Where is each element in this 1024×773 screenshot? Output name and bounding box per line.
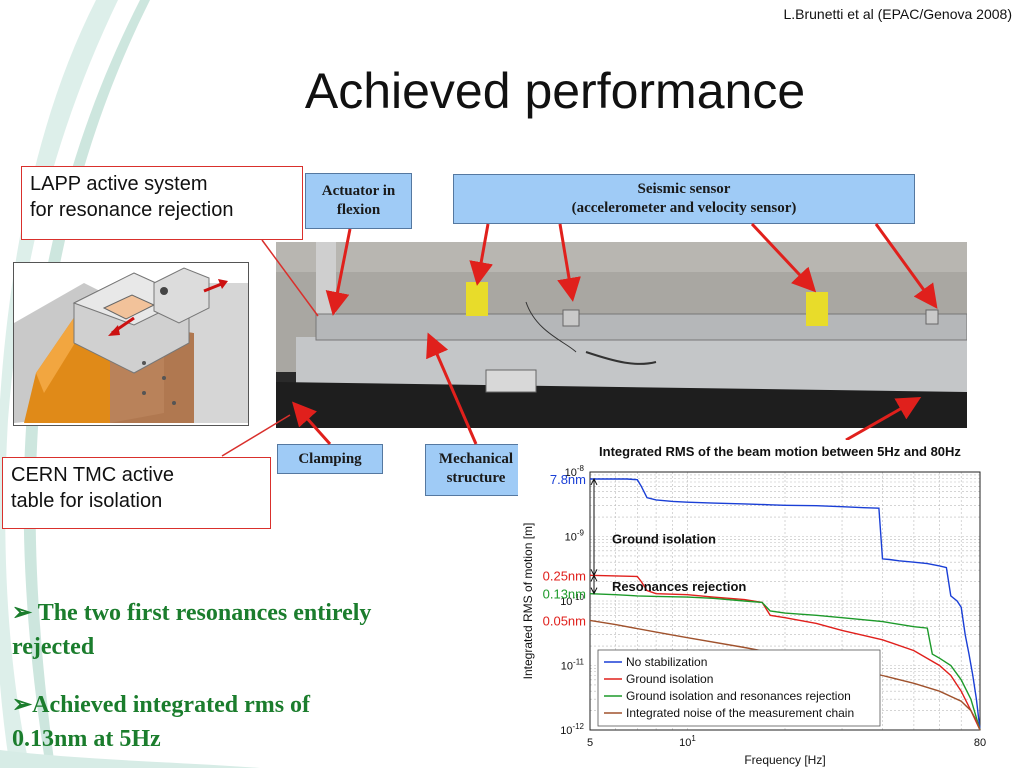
seismic-sensor-label: Seismic sensor (accelerometer and veloci… [453, 174, 915, 224]
bullet-2-line2: 0.13nm at 5Hz [12, 726, 161, 752]
bullet-1-line2: rejected [12, 634, 95, 660]
y-tick-exponent: -10 [572, 593, 584, 602]
chart-annotations: 7.8nm 0.25nm 0.13nm 0.05nm Ground isolationR… [543, 472, 747, 628]
y-axis-label: Integrated RMS of motion [m] [521, 523, 535, 680]
region-label: Ground isolation [612, 531, 716, 546]
cern-callout-line1: CERN TMC active [11, 464, 174, 486]
actuator-label: Actuator in flexion [305, 173, 412, 229]
lapp-callout-line2: for resonance rejection [30, 199, 234, 221]
seismic-sensor-line2: (accelerometer and velocity sensor) [571, 200, 797, 216]
value-annotation: 7.8nm [550, 472, 586, 487]
lapp-callout-line1: LAPP active system [30, 173, 208, 195]
x-axis-label: Frequency [Hz] [744, 753, 825, 767]
legend-entry: No stabilization [626, 655, 707, 669]
actuator-label-line2: flexion [336, 202, 381, 218]
y-tick-exponent: -12 [572, 722, 584, 731]
cern-callout-line2: table for isolation [11, 490, 163, 512]
x-tick-label: 101 [679, 734, 696, 749]
y-tick-label: 10-11 [561, 658, 585, 673]
mechanical-label-line1: Mechanical [438, 451, 514, 467]
actuator-label-line1: Actuator in [321, 183, 396, 199]
slide-title: Achieved performance [304, 63, 806, 119]
seismic-arrow-4 [874, 223, 938, 309]
y-tick-label: 10-12 [560, 722, 584, 737]
y-tick-label: 10-9 [565, 529, 585, 544]
mechanical-structure-label: Mechanical structure [425, 444, 527, 496]
value-annotation: 0.05nm [543, 613, 586, 628]
y-tick-exponent: -9 [577, 529, 585, 538]
x-tick-exponent: 1 [691, 734, 696, 743]
x-tick-label: 80 [974, 737, 986, 749]
seismic-arrow-2 [557, 223, 581, 302]
actuator-cad-image [13, 262, 249, 426]
seismic-arrow-3 [750, 222, 817, 293]
bullet-1-marker-icon: ➢ [12, 600, 33, 626]
series-line-1 [590, 478, 981, 731]
bullet-2: ➢Achieved integrated rms of 0.13nm at 5H… [12, 688, 512, 756]
series-line-2 [589, 574, 981, 731]
rms-chart: Integrated RMS of the beam motion betwee… [518, 440, 1024, 768]
chart-title: Integrated RMS of the beam motion betwee… [599, 444, 961, 459]
setup-photo [276, 242, 967, 428]
bullet-2-line1: Achieved integrated rms of [32, 692, 311, 718]
legend-entry: Ground isolation [626, 672, 713, 686]
citation: L.Brunetti et al (EPAC/Genova 2008) [783, 6, 1012, 22]
legend-entry: Integrated noise of the measurement chai… [626, 706, 854, 720]
mechanical-arrow [426, 332, 478, 445]
bullet-1-line1: The two first resonances entirely [37, 600, 372, 626]
y-tick-exponent: -11 [573, 658, 585, 667]
lapp-connector-line [261, 239, 319, 317]
table-arrow [845, 397, 922, 442]
region-label: Resonances rejection [612, 579, 746, 594]
value-annotation: 0.25nm [543, 568, 586, 583]
plot-frame [589, 471, 981, 731]
series-line-3 [589, 593, 981, 731]
rms-chart-svg: Integrated RMS of the beam motion betwee… [521, 444, 986, 767]
mechanical-label-line2: structure [446, 470, 506, 486]
cern-connector-line [221, 414, 291, 457]
seismic-sensor-line1: Seismic sensor [637, 181, 731, 197]
cern-callout: CERN TMC active table for isolation [2, 457, 271, 529]
seismic-arrow-1 [469, 223, 493, 286]
x-tick-label: 5 [587, 737, 593, 749]
resonance-range-arrow-head-top [590, 574, 598, 582]
bullet-1: ➢ The two first resonances entirely reje… [12, 596, 512, 664]
clamping-label: Clamping [277, 444, 383, 474]
lapp-callout: LAPP active system for resonance rejecti… [21, 166, 303, 240]
legend-entry: Ground isolation and resonances rejectio… [626, 689, 851, 703]
resonance-range-arrow-head-bottom [590, 587, 598, 595]
ground-isolation-range-arrow-head-top [590, 477, 598, 486]
legend-box [597, 649, 881, 727]
clamping-arrow [291, 401, 332, 446]
bullet-2-marker-icon: ➢ [12, 692, 33, 718]
y-tick-exponent: -8 [577, 464, 585, 473]
value-annotation: 0.13nm [543, 587, 586, 602]
actuator-arrow [325, 228, 352, 316]
